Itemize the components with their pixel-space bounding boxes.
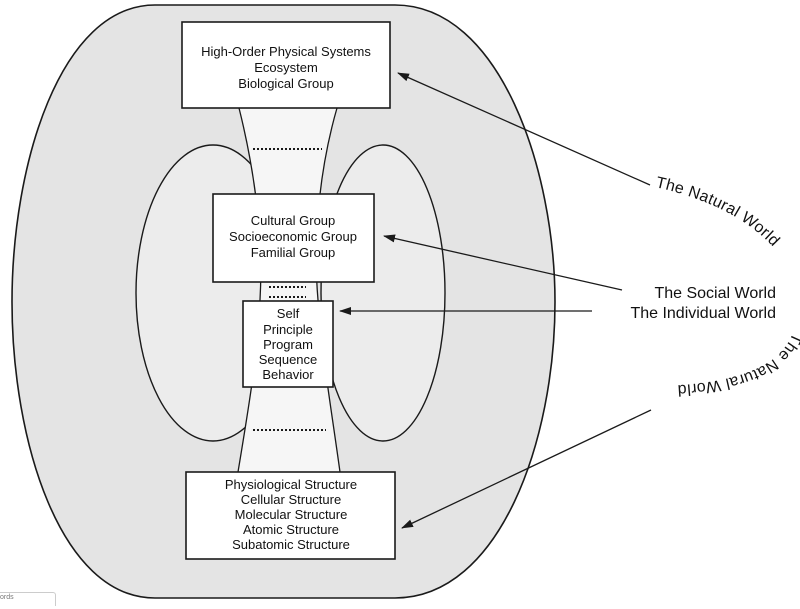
box-top-line-2: Ecosystem	[254, 60, 318, 75]
box-bottom-line-2: Cellular Structure	[241, 492, 341, 507]
box-self-line-1: Self	[277, 306, 300, 321]
label-natural-world-upper: The Natural World	[654, 174, 782, 249]
label-natural-world-upper-path: The Natural World	[654, 174, 782, 249]
box-physical-structures: Physiological Structure Cellular Structu…	[185, 471, 396, 560]
arrow-social-world	[383, 234, 623, 291]
box-self-line-3: Program	[263, 337, 313, 352]
box-social-line-2: Socioeconomic Group	[229, 229, 357, 244]
box-self: Self Principle Program Sequence Behavior	[242, 300, 334, 388]
channel-right-edge	[315, 107, 341, 473]
label-individual-world: The Individual World	[630, 305, 776, 322]
box-social-line-1: Cultural Group	[251, 213, 336, 228]
label-natural-world-lower-path: The Natural World	[677, 330, 800, 398]
box-social-groups: Cultural Group Socioeconomic Group Famil…	[212, 193, 375, 283]
label-natural-world-lower: The Natural World	[677, 330, 800, 398]
box-top-line-1: High-Order Physical Systems	[201, 44, 371, 59]
box-self-line-5: Behavior	[262, 367, 314, 382]
label-social-world: The Social World	[654, 285, 776, 302]
corner-tag: ords	[0, 592, 56, 606]
box-self-line-4: Sequence	[259, 352, 318, 367]
box-high-order-physical-systems: High-Order Physical Systems Ecosystem Bi…	[181, 21, 391, 109]
box-bottom-line-1: Physiological Structure	[225, 477, 357, 492]
social-world-right-ellipse	[320, 144, 446, 442]
box-top-line-3: Biological Group	[238, 76, 333, 91]
channel-left-edge	[237, 107, 262, 473]
arrow-natural-world-lower	[401, 409, 652, 529]
box-social-line-3: Familial Group	[251, 245, 336, 260]
box-self-line-2: Principle	[263, 322, 313, 337]
box-bottom-line-3: Molecular Structure	[235, 507, 348, 522]
arrow-natural-world-upper	[397, 72, 651, 186]
box-bottom-line-5: Subatomic Structure	[232, 537, 350, 552]
box-bottom-line-4: Atomic Structure	[243, 522, 339, 537]
